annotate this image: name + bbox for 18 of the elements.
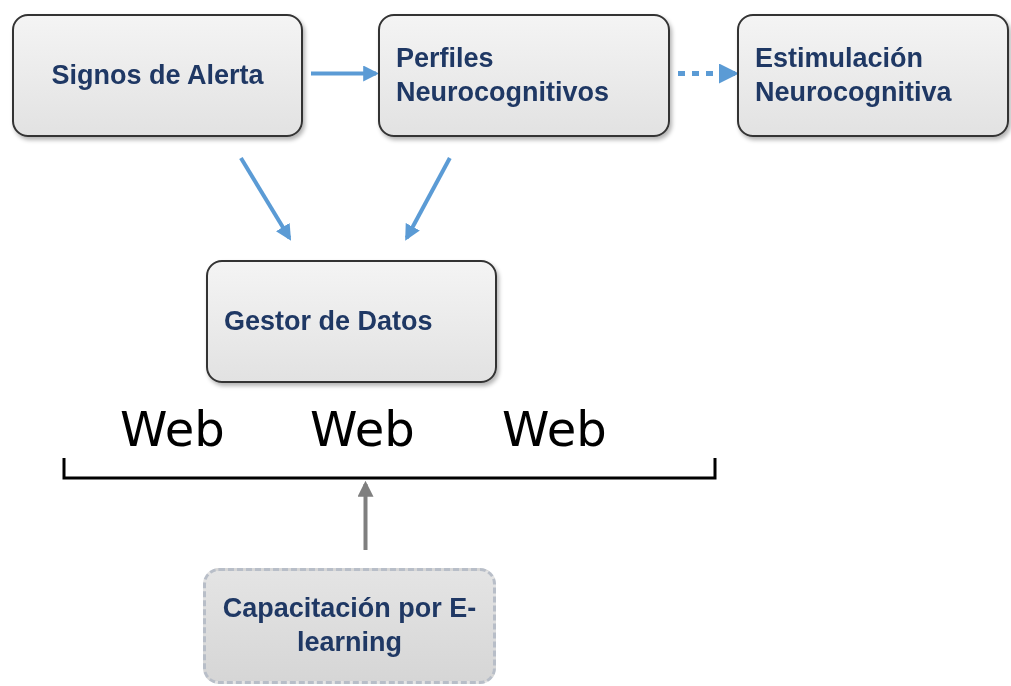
box-label: Gestor de Datos: [224, 304, 434, 338]
process-box: [737, 14, 1009, 137]
process-box: [206, 260, 497, 383]
arrow: [357, 480, 374, 550]
box-label: Perfiles Neurocognitivos: [396, 41, 611, 109]
process-box: [378, 14, 670, 137]
process-box: [12, 14, 303, 137]
arrow: [678, 63, 739, 84]
arrow: [239, 156, 292, 241]
web-label: Web: [502, 405, 607, 453]
box-label: Signos de Alerta: [50, 58, 265, 92]
process-box: [203, 568, 496, 684]
arrow: [404, 157, 452, 241]
web-label: Web: [310, 405, 415, 453]
box-label: Capacitación por E-learning: [222, 592, 477, 659]
arrow: [311, 65, 380, 82]
web-label: Web: [120, 405, 225, 453]
box-label: Estimulación Neurocognitiva: [755, 41, 953, 109]
